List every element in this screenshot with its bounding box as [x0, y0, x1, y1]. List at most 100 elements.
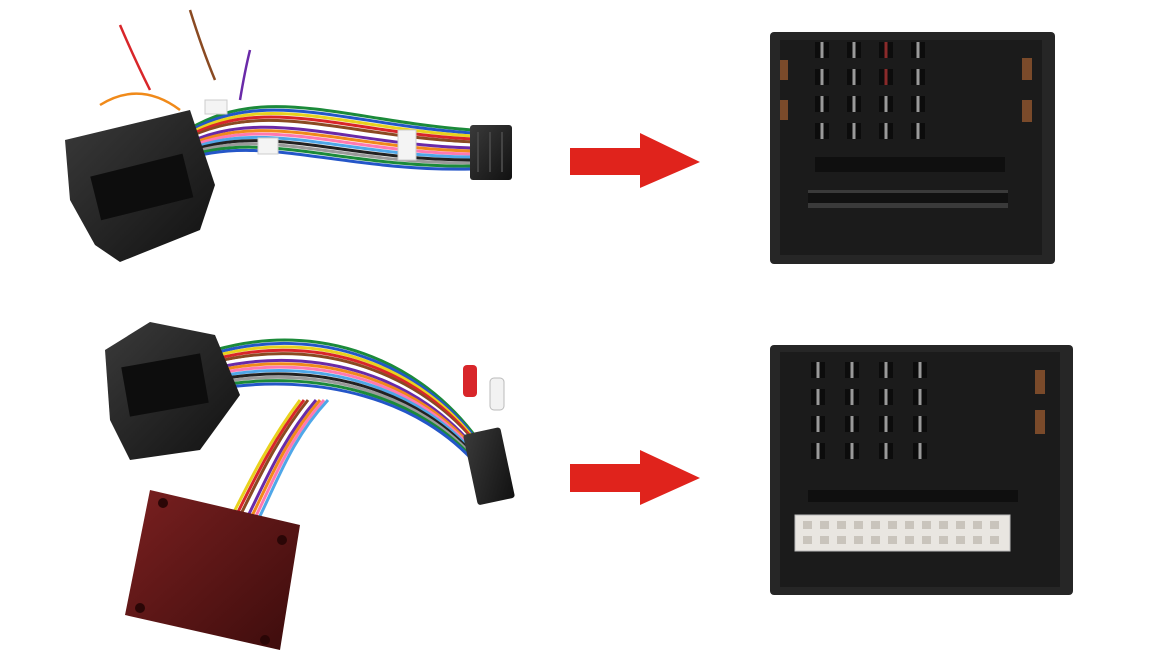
socket-slot [871, 536, 880, 544]
socket-slot [837, 521, 846, 529]
wire [179, 115, 473, 143]
wire-to-can-box [228, 399, 302, 521]
pin [816, 443, 820, 459]
pin [918, 416, 922, 432]
pin [918, 443, 922, 459]
socket-slot [854, 536, 863, 544]
pin [918, 389, 922, 405]
socket-slot [973, 521, 982, 529]
wire [179, 145, 473, 168]
wire [179, 148, 473, 171]
wire [179, 122, 473, 147]
wire [214, 355, 480, 451]
wire [179, 105, 473, 137]
iso-plug-top [470, 125, 512, 180]
socket-slot [871, 521, 880, 529]
socket-slot [956, 536, 965, 544]
pin [852, 123, 856, 139]
socket-slot [922, 521, 931, 529]
pin [916, 42, 920, 58]
pin [850, 416, 854, 432]
pin [884, 362, 888, 378]
pin [884, 389, 888, 405]
pin [852, 69, 856, 85]
pin [884, 69, 888, 85]
loose-wire [229, 14, 292, 91]
pin [852, 42, 856, 58]
pin [816, 362, 820, 378]
pin [820, 42, 824, 58]
socket-slot [820, 536, 829, 544]
wire [179, 129, 473, 153]
pin [884, 123, 888, 139]
wire [214, 362, 480, 455]
wire-bundle-bottom [214, 338, 480, 521]
socket-slot [990, 536, 999, 544]
arrow-right-icon-bottom [570, 450, 700, 505]
wire [179, 142, 473, 165]
wire [214, 379, 480, 465]
pin [850, 362, 854, 378]
socket-slot [803, 536, 812, 544]
pin [850, 389, 854, 405]
pin [916, 69, 920, 85]
socket-slot [990, 521, 999, 529]
socket-slot [922, 536, 931, 544]
socket-slot [939, 521, 948, 529]
wire [214, 369, 480, 459]
socket-slot [837, 536, 846, 544]
socket-slot [803, 521, 812, 529]
pin [884, 416, 888, 432]
pin [916, 123, 920, 139]
wire [179, 125, 473, 150]
socket-slot [888, 536, 897, 544]
wire [214, 352, 480, 449]
pin [850, 443, 854, 459]
arrow-right-icon-top [570, 133, 700, 188]
can-box-module [125, 490, 300, 650]
pin [916, 96, 920, 112]
pin [820, 69, 824, 85]
top-harness [65, 9, 512, 262]
wire-to-can-box [240, 399, 314, 521]
pin-grid-top [815, 42, 925, 139]
pin [852, 96, 856, 112]
iso-plug-bottom [463, 427, 515, 505]
socket-slot [820, 521, 829, 529]
wire [214, 375, 480, 463]
pin-grid-bottom [811, 362, 927, 459]
wire-to-can-box [248, 399, 322, 521]
wire [214, 358, 480, 453]
pin [820, 123, 824, 139]
pin [918, 362, 922, 378]
socket-slot [973, 536, 982, 544]
wire [214, 365, 480, 457]
quadlock-plug-bottom [105, 322, 240, 460]
wire-to-can-box [236, 399, 310, 521]
connector-face-bottom [770, 345, 1073, 595]
connector-face-top [770, 32, 1055, 264]
pin [816, 416, 820, 432]
socket-slot [905, 521, 914, 529]
wire [214, 382, 480, 467]
loose-wire [188, 9, 217, 81]
wire [214, 372, 480, 461]
pin [816, 389, 820, 405]
wire [179, 112, 473, 141]
wire-to-can-box [252, 398, 326, 521]
pin [884, 96, 888, 112]
socket-slot [854, 521, 863, 529]
wire [179, 132, 473, 156]
wire [179, 135, 473, 159]
wire-to-can-box [256, 398, 330, 521]
socket-slot [956, 521, 965, 529]
wire-label-tags [204, 99, 417, 161]
loose-wire [238, 49, 252, 101]
pin [820, 96, 824, 112]
wire-bundle-top [99, 9, 473, 171]
white-socket-insert [794, 514, 1011, 552]
rca-plugs [463, 365, 505, 411]
loose-wire [118, 24, 152, 91]
loose-wire [99, 92, 181, 112]
socket-slot [905, 536, 914, 544]
